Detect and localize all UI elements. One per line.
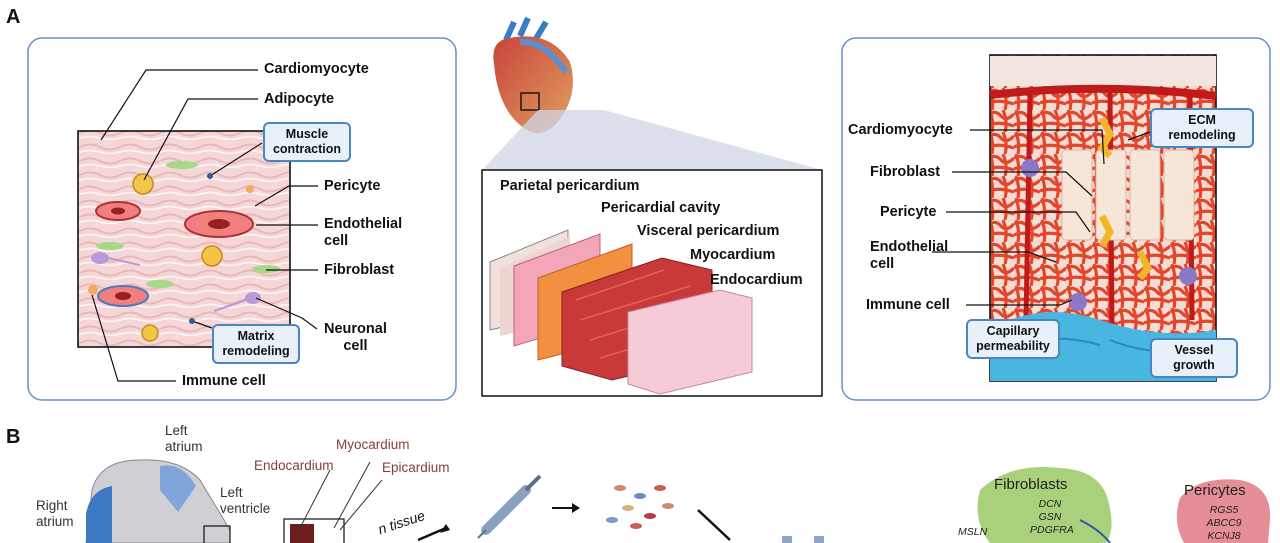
fibroblast-cluster [977,466,1112,543]
right-leader-lines [932,129,1151,306]
leader-dots [189,173,213,324]
cell-fibroblast [146,280,174,288]
panel-b-tissue [283,461,383,543]
cell-neuronal [245,292,261,304]
label-pericytes: Pericytes [1184,482,1246,499]
label-adipocyte: Adipocyte [264,91,335,107]
callout-vessel-growth: Vessel growth [1150,338,1238,378]
label-b-epicardium: Epicardium [382,460,450,475]
callout-ecm-remodeling: ECM remodeling [1150,108,1254,148]
label-myocardium: Myocardium [690,247,776,263]
cell-neuronal [91,252,109,264]
cell-fibroblast [166,161,198,169]
label-r-endothelial-cell: Endothelial cell [870,239,949,272]
tissue-cells [88,161,280,342]
label-pericardial-cavity: Pericardial cavity [601,200,721,216]
label-endothelial-cell: Endothelial cell [324,216,403,249]
heart-icon [493,16,573,134]
label-b-myocardium: Myocardium [336,437,410,452]
heart-layers [489,229,753,395]
cell-suspension [606,485,674,529]
pericyte-genes: RGS5 ABCC9 KCNJ8 [1206,504,1242,542]
callout-muscle-contraction: Muscle contraction [263,122,351,162]
callout-capillary-permeability: Capillary permeability [966,319,1060,359]
label-right-atrium: Right atrium [36,498,74,529]
label-immune-cell: Immune cell [182,373,266,389]
label-endocardium: Endocardium [710,272,803,288]
label-fibroblasts: Fibroblasts [994,476,1068,493]
label-visceral-pericardium: Visceral pericardium [637,223,780,239]
syringe-icon [477,474,542,539]
cell-adipocyte [141,324,159,342]
callout-matrix-remodeling: Matrix remodeling [212,324,300,364]
label-r-cardiomyocyte: Cardiomyocyte [848,122,953,138]
arrow-tissue [417,526,447,542]
label-neuronal-cell: Neuronal cell [324,321,387,354]
cell-fibroblast [96,242,124,250]
label-r-immune-cell: Immune cell [866,297,950,313]
panel-b-heart [85,459,231,543]
fibroblast-genes: DCN GSN PDGFRA [1030,498,1074,536]
label-r-fibroblast: Fibroblast [870,164,941,180]
label-left-atrium: Left atrium [165,423,203,454]
left-leader-lines [91,69,318,382]
zoom-wedge [482,110,822,170]
label-left-ventricle: Left ventricle [220,485,271,516]
pericyte-cluster [1176,479,1271,543]
label-b-endocardium: Endocardium [254,458,334,473]
label-cardiomyocyte: Cardiomyocyte [264,61,369,77]
label-fibroblast: Fibroblast [324,262,395,278]
label-pericyte: Pericyte [324,178,381,194]
panel-label-b: B [6,426,21,448]
label-parietal-pericardium: Parietal pericardium [500,178,640,194]
arrow-down [697,509,731,541]
cell-adipocyte [201,245,223,267]
cell-adipocyte [132,173,154,195]
cell-fibroblast [252,265,280,273]
panel-label-a: A [6,6,21,28]
gene-msln: MSLN [958,526,988,538]
label-r-pericyte: Pericyte [880,204,937,220]
